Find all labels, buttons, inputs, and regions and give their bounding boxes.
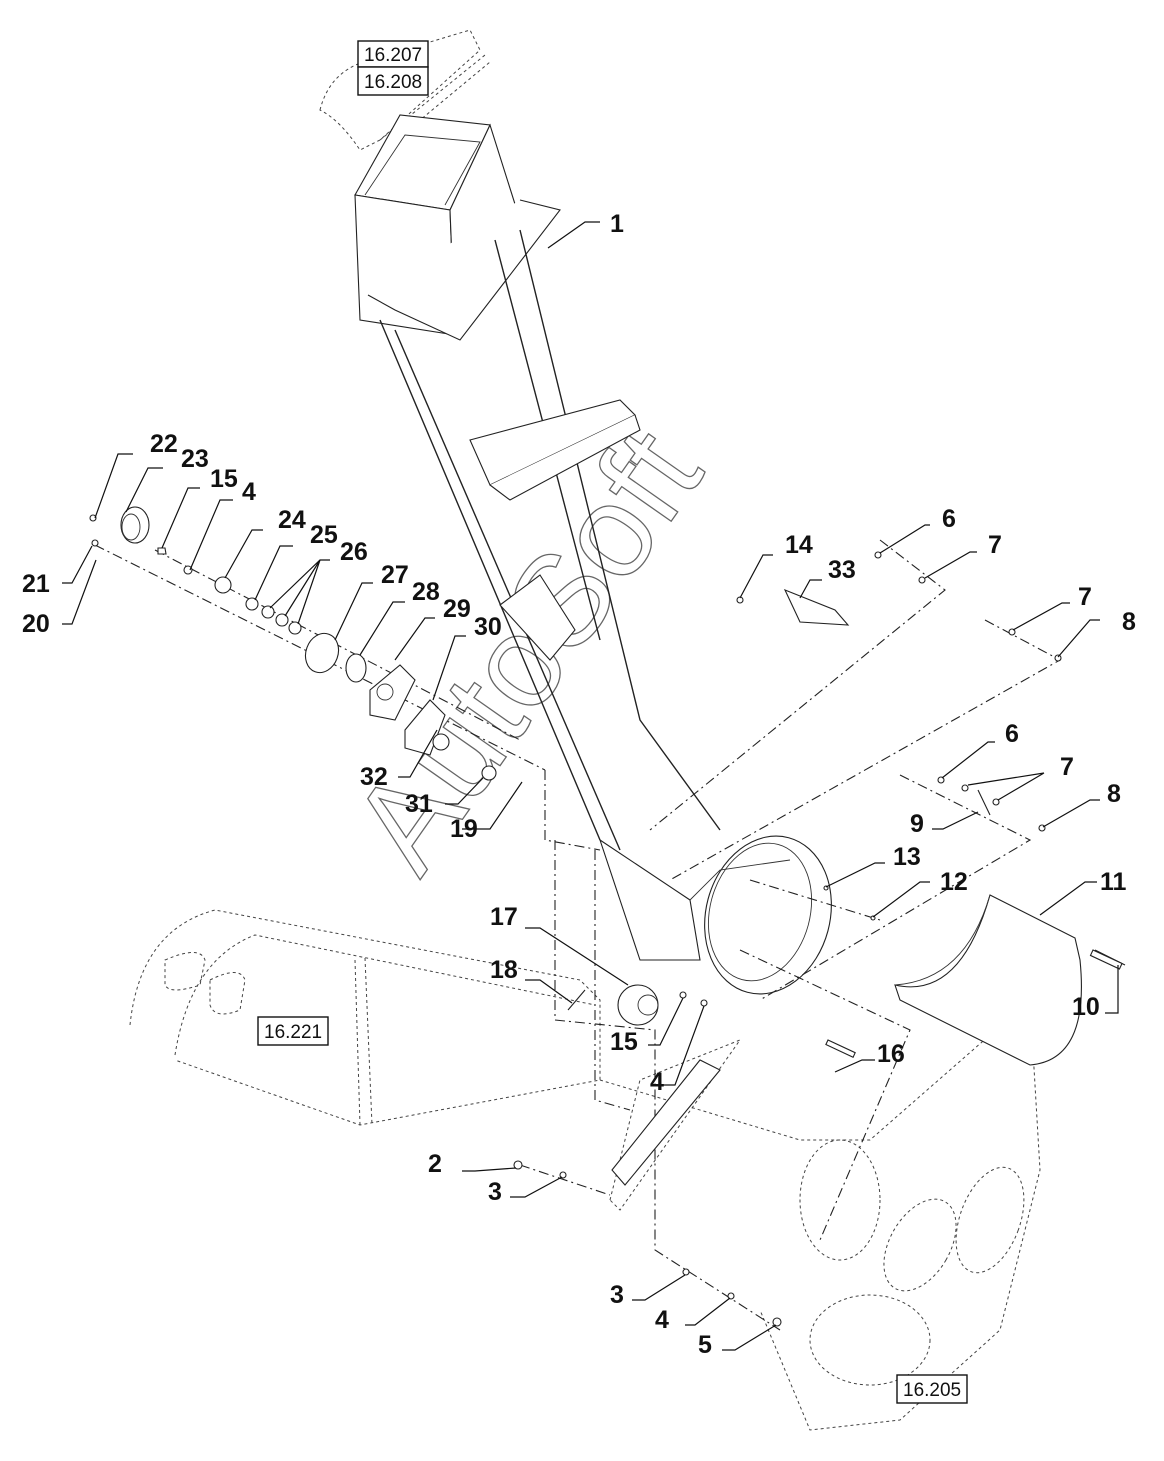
callout-13[interactable]: 13 bbox=[893, 843, 921, 871]
right-hardware bbox=[736, 551, 1062, 921]
bearing-assembly bbox=[89, 506, 497, 781]
ref-label: 16.208 bbox=[364, 72, 422, 93]
ref-box-16-207[interactable]: 16.207 bbox=[357, 40, 429, 68]
callout-6[interactable]: 6 bbox=[1005, 720, 1019, 748]
auger-housing-ghost bbox=[599, 998, 1041, 1431]
callout-25[interactable]: 25 bbox=[310, 521, 338, 549]
ref-box-16-221[interactable]: 16.221 bbox=[257, 1016, 329, 1046]
callout-30[interactable]: 30 bbox=[474, 613, 502, 641]
callout-7[interactable]: 7 bbox=[988, 531, 1002, 559]
callout-20[interactable]: 20 bbox=[22, 610, 50, 638]
callout-11[interactable]: 11 bbox=[1100, 868, 1127, 896]
callout-2[interactable]: 2 bbox=[428, 1150, 442, 1178]
ref-label: 16.205 bbox=[903, 1380, 961, 1401]
callout-3[interactable]: 3 bbox=[488, 1178, 502, 1206]
leader-lines bbox=[62, 221, 1119, 1351]
callout-15[interactable]: 15 bbox=[610, 1028, 638, 1056]
ref-label: 16.221 bbox=[264, 1022, 322, 1043]
callout-4[interactable]: 4 bbox=[655, 1306, 669, 1334]
callouts: 1 22 23 15 4 24 25 26 27 28 29 30 21 20 … bbox=[22, 210, 1136, 1359]
callout-21[interactable]: 21 bbox=[22, 570, 50, 598]
callout-18[interactable]: 18 bbox=[490, 956, 518, 984]
callout-4[interactable]: 4 bbox=[242, 478, 256, 506]
ref-box-16-208[interactable]: 16.208 bbox=[357, 66, 429, 96]
housing-ghost-left bbox=[129, 909, 601, 1126]
callout-12[interactable]: 12 bbox=[940, 868, 968, 896]
callout-7[interactable]: 7 bbox=[1060, 753, 1074, 781]
callout-15[interactable]: 15 bbox=[210, 465, 238, 493]
callout-29[interactable]: 29 bbox=[443, 595, 471, 623]
callout-31[interactable]: 31 bbox=[405, 790, 433, 818]
callout-14[interactable]: 14 bbox=[785, 531, 813, 559]
cover-shield bbox=[894, 894, 1126, 1066]
callout-1[interactable]: 1 bbox=[610, 210, 624, 238]
ref-box-16-205[interactable]: 16.205 bbox=[896, 1374, 968, 1404]
callout-22[interactable]: 22 bbox=[150, 430, 178, 458]
ref-label: 16.207 bbox=[364, 45, 422, 66]
callout-8[interactable]: 8 bbox=[1122, 608, 1136, 636]
callout-19[interactable]: 19 bbox=[450, 815, 478, 843]
callout-23[interactable]: 23 bbox=[181, 445, 209, 473]
callout-24[interactable]: 24 bbox=[278, 506, 306, 534]
callout-33[interactable]: 33 bbox=[828, 556, 856, 584]
callout-17[interactable]: 17 bbox=[490, 903, 518, 931]
callout-27[interactable]: 27 bbox=[381, 561, 409, 589]
callout-5[interactable]: 5 bbox=[698, 1331, 712, 1359]
callout-10[interactable]: 10 bbox=[1072, 993, 1100, 1021]
callout-4[interactable]: 4 bbox=[650, 1068, 664, 1096]
callout-8[interactable]: 8 bbox=[1107, 780, 1121, 808]
callout-9[interactable]: 9 bbox=[910, 810, 924, 838]
callout-3[interactable]: 3 bbox=[610, 1281, 624, 1309]
callout-6[interactable]: 6 bbox=[942, 505, 956, 533]
callout-26[interactable]: 26 bbox=[340, 538, 368, 566]
feeder-chute bbox=[354, 114, 832, 995]
callout-32[interactable]: 32 bbox=[360, 763, 388, 791]
callout-28[interactable]: 28 bbox=[412, 578, 440, 606]
callout-7[interactable]: 7 bbox=[1078, 583, 1092, 611]
callout-16[interactable]: 16 bbox=[877, 1040, 905, 1068]
top-cover-ghost bbox=[319, 29, 491, 151]
